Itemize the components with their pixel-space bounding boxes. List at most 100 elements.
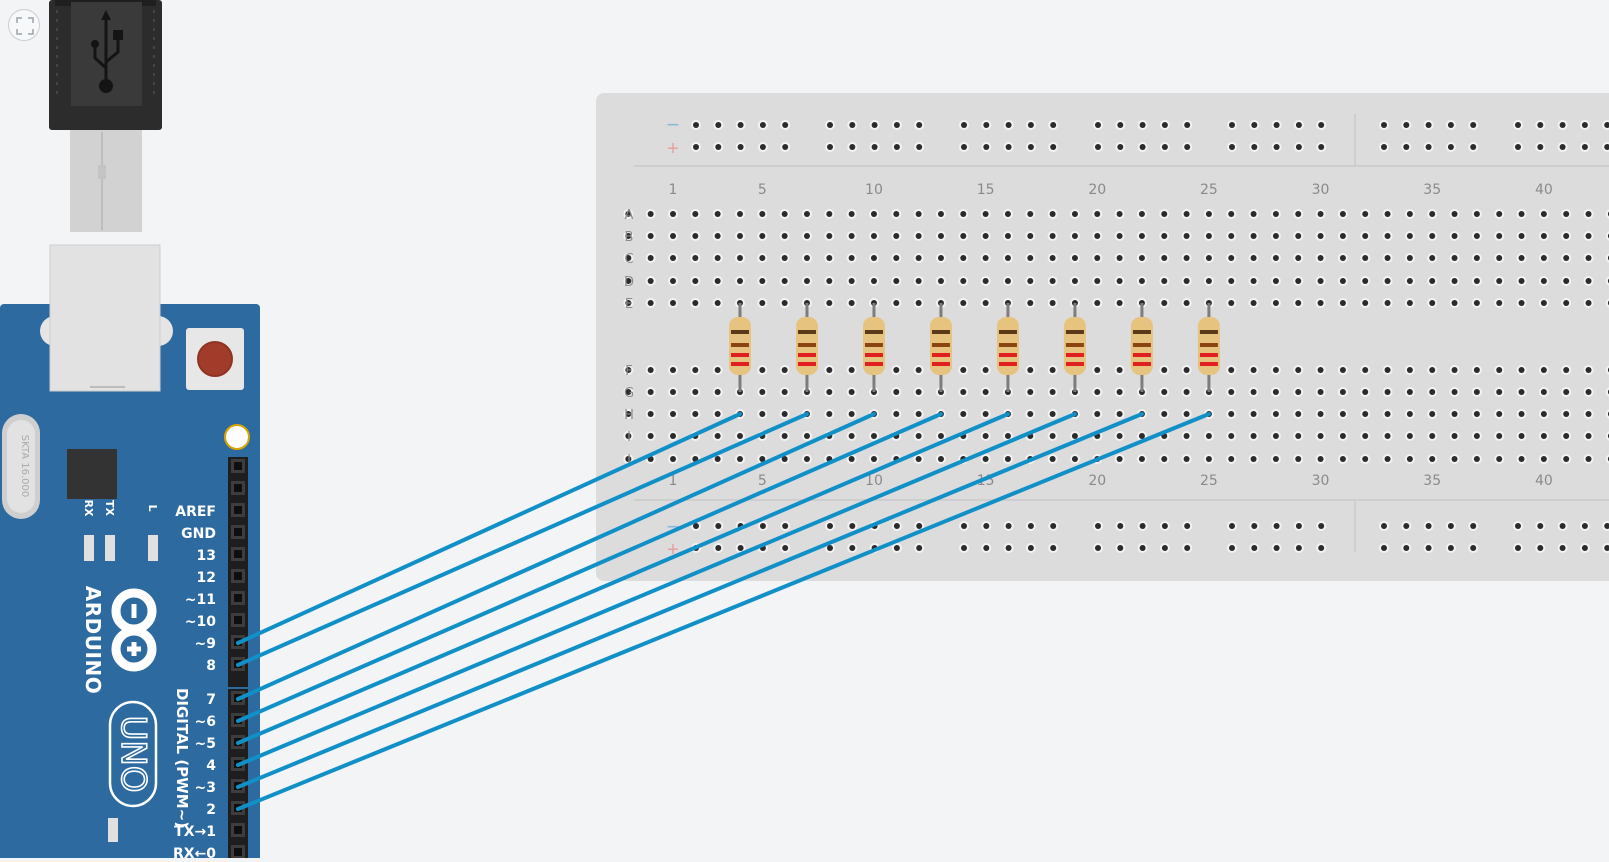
breadboard-hole[interactable] [1203, 454, 1214, 464]
breadboard-hole[interactable] [958, 231, 969, 241]
breadboard-hole[interactable] [734, 253, 745, 263]
breadboard-hole[interactable] [913, 298, 924, 308]
breadboard-hole[interactable] [1293, 387, 1304, 397]
breadboard-hole[interactable] [1427, 431, 1438, 441]
power-rail-hole[interactable] [1535, 120, 1546, 130]
power-rail-hole[interactable] [1159, 120, 1170, 130]
power-rail-hole[interactable] [914, 543, 925, 553]
breadboard-hole[interactable] [1360, 231, 1371, 241]
header-pin[interactable] [231, 845, 245, 859]
power-rail-hole[interactable] [1182, 142, 1193, 152]
breadboard-hole[interactable] [623, 365, 634, 375]
breadboard-hole[interactable] [935, 431, 946, 441]
breadboard-hole[interactable] [645, 276, 656, 286]
breadboard-hole[interactable] [935, 276, 946, 286]
breadboard-hole[interactable] [1025, 276, 1036, 286]
resistor[interactable] [929, 303, 952, 392]
breadboard-hole[interactable] [1181, 387, 1192, 397]
breadboard-hole[interactable] [1025, 387, 1036, 397]
breadboard-hole[interactable] [1449, 454, 1460, 464]
breadboard-hole[interactable] [623, 209, 634, 219]
breadboard-hole[interactable] [846, 409, 857, 419]
breadboard-hole[interactable] [757, 253, 768, 263]
jumper-wires[interactable] [236, 412, 1211, 811]
breadboard-hole[interactable] [712, 298, 723, 308]
breadboard-hole[interactable] [1494, 231, 1505, 241]
breadboard-hole[interactable] [1471, 231, 1482, 241]
breadboard-hole[interactable] [1293, 431, 1304, 441]
breadboard-hole[interactable] [935, 454, 946, 464]
digital-pin-header[interactable] [228, 457, 248, 862]
breadboard-hole[interactable] [1293, 253, 1304, 263]
breadboard-hole[interactable] [846, 209, 857, 219]
breadboard-hole[interactable] [734, 276, 745, 286]
power-rail-hole[interactable] [959, 142, 969, 152]
breadboard-hole[interactable] [913, 231, 924, 241]
power-rail-hole[interactable] [1227, 142, 1237, 152]
power-rail-hole[interactable] [1557, 543, 1568, 553]
breadboard-hole[interactable] [712, 431, 723, 441]
breadboard-hole[interactable] [757, 365, 768, 375]
breadboard-hole[interactable] [1047, 231, 1058, 241]
power-rail-hole[interactable] [1048, 120, 1059, 130]
breadboard-hole[interactable] [623, 409, 634, 419]
breadboard-hole[interactable] [668, 431, 678, 441]
breadboard-hole[interactable] [779, 231, 790, 241]
power-rail-hole[interactable] [914, 120, 925, 130]
breadboard-hole[interactable] [1270, 276, 1281, 286]
breadboard-hole[interactable] [1494, 209, 1505, 219]
breadboard-hole[interactable] [1382, 431, 1393, 441]
breadboard-hole[interactable] [1270, 365, 1281, 375]
breadboard-hole[interactable] [1226, 209, 1237, 219]
power-rail-hole[interactable] [1513, 120, 1523, 130]
power-rail-hole[interactable] [1557, 120, 1568, 130]
power-rail-hole[interactable] [1602, 543, 1609, 553]
breadboard-hole[interactable] [913, 253, 924, 263]
breadboard-hole[interactable] [1270, 431, 1281, 441]
resistor[interactable] [728, 303, 751, 392]
breadboard-hole[interactable] [1315, 253, 1326, 263]
breadboard-hole[interactable] [645, 387, 656, 397]
breadboard-hole[interactable] [1025, 409, 1036, 419]
power-rail-hole[interactable] [1293, 142, 1304, 152]
breadboard-hole[interactable] [779, 276, 790, 286]
breadboard-hole[interactable] [824, 253, 835, 263]
breadboard-hole[interactable] [801, 431, 812, 441]
breadboard-hole[interactable] [1114, 387, 1125, 397]
power-rail-hole[interactable] [1182, 120, 1193, 130]
power-rail-hole[interactable] [891, 142, 902, 152]
breadboard-hole[interactable] [824, 365, 835, 375]
breadboard-hole[interactable] [1114, 454, 1125, 464]
power-rail-hole[interactable] [1025, 521, 1036, 531]
breadboard-hole[interactable] [690, 365, 701, 375]
breadboard-hole[interactable] [1293, 298, 1304, 308]
breadboard-hole[interactable] [734, 209, 745, 219]
breadboard-hole[interactable] [1494, 454, 1505, 464]
breadboard-hole[interactable] [891, 298, 902, 308]
breadboard-hole[interactable] [824, 276, 835, 286]
breadboard-hole[interactable] [958, 276, 969, 286]
breadboard-hole[interactable] [846, 231, 857, 241]
breadboard-hole[interactable] [1538, 409, 1549, 419]
power-rail-hole[interactable] [1468, 521, 1479, 531]
breadboard-hole[interactable] [1449, 298, 1460, 308]
breadboard-hole[interactable] [734, 431, 745, 441]
power-rail-hole[interactable] [757, 120, 768, 130]
power-rail-hole[interactable] [1048, 521, 1059, 531]
breadboard-hole[interactable] [958, 409, 969, 419]
breadboard-hole[interactable] [690, 209, 701, 219]
breadboard-hole[interactable] [868, 276, 879, 286]
power-rail-hole[interactable] [1579, 521, 1590, 531]
breadboard-hole[interactable] [690, 231, 701, 241]
breadboard-hole[interactable] [1382, 454, 1393, 464]
header-pin[interactable] [231, 459, 245, 473]
jumper-wire[interactable] [236, 412, 943, 723]
power-rail-hole[interactable] [1423, 120, 1434, 130]
power-rail-hole[interactable] [1137, 120, 1148, 130]
breadboard-hole[interactable] [1248, 298, 1259, 308]
breadboard-hole[interactable] [1226, 431, 1237, 441]
breadboard-hole[interactable] [1516, 253, 1527, 263]
power-rail-hole[interactable] [981, 543, 992, 553]
power-rail-hole[interactable] [1227, 521, 1237, 531]
